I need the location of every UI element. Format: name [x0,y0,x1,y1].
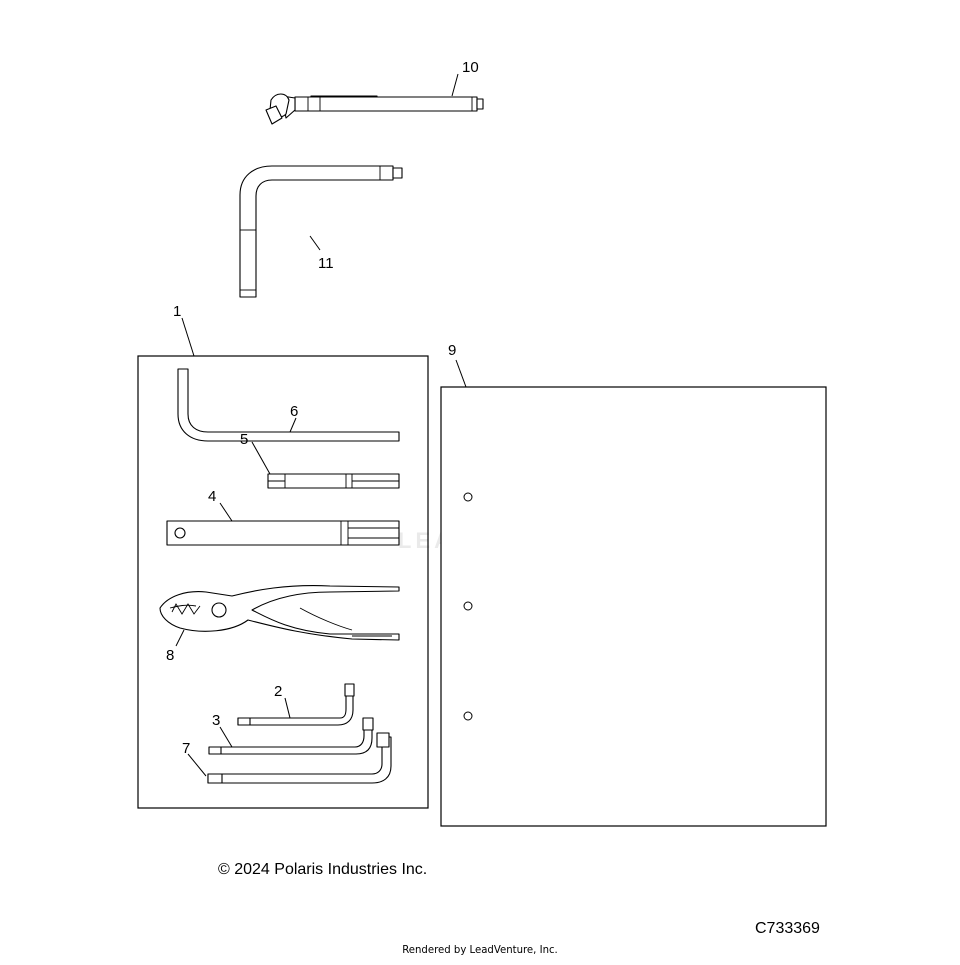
part-6-hex-key [177,368,400,442]
binder-hole [463,711,473,721]
copyright-text: © 2024 Polaris Industries Inc. [218,861,428,878]
callout-10: 10 [462,59,479,76]
callout-7: 7 [182,740,190,757]
part-5-socket [267,473,400,489]
binder-hole [463,601,473,611]
callout-numbers: 10 11 1 9 6 5 4 8 2 3 7 [166,59,479,757]
part-11-bent-handle [239,165,403,298]
binder-hole [463,492,473,502]
callout-4: 4 [208,488,216,505]
callout-11: 11 [318,255,334,272]
part-3-hex-key [208,717,374,755]
part-2-hex-key [237,683,355,726]
callout-5: 5 [240,431,248,448]
tool-kit-box [137,355,429,809]
part-4-wrench-tube [166,520,400,546]
leader-lines [175,73,467,777]
callout-1: 1 [173,303,181,320]
part-10-handle [265,93,484,125]
callout-2: 2 [274,683,282,700]
part-7-hex-key [207,732,392,784]
diagram-id: C733369 [755,920,820,937]
part-9-manual [440,386,827,827]
callout-9: 9 [448,342,456,359]
rendered-by-text: Rendered by LeadVenture, Inc. [402,943,558,956]
callout-6: 6 [290,403,298,420]
part-8-pliers [159,585,400,641]
callout-3: 3 [212,712,220,729]
callout-8: 8 [166,647,174,664]
